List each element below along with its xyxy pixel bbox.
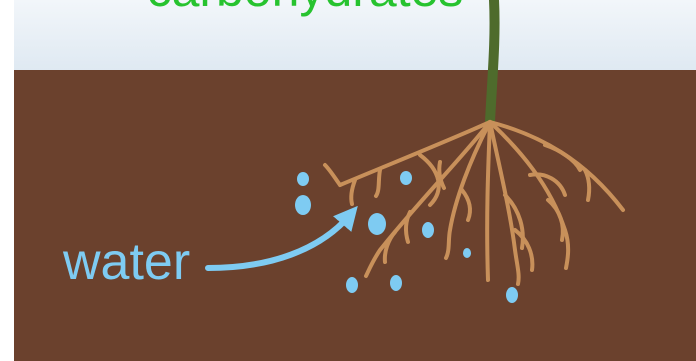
water-droplet — [346, 277, 358, 293]
plant-stem — [490, 0, 495, 122]
water-label: water — [62, 233, 190, 291]
water-droplet — [400, 171, 412, 185]
water-droplet — [506, 287, 518, 303]
water-droplet — [295, 195, 311, 215]
top-label-partial: carbohydrates — [147, 0, 464, 17]
water-droplet — [390, 275, 402, 291]
water-droplet — [463, 248, 471, 258]
water-droplet — [297, 172, 309, 186]
water-droplet — [422, 222, 434, 238]
water-droplet — [368, 213, 386, 235]
soil — [14, 70, 696, 361]
